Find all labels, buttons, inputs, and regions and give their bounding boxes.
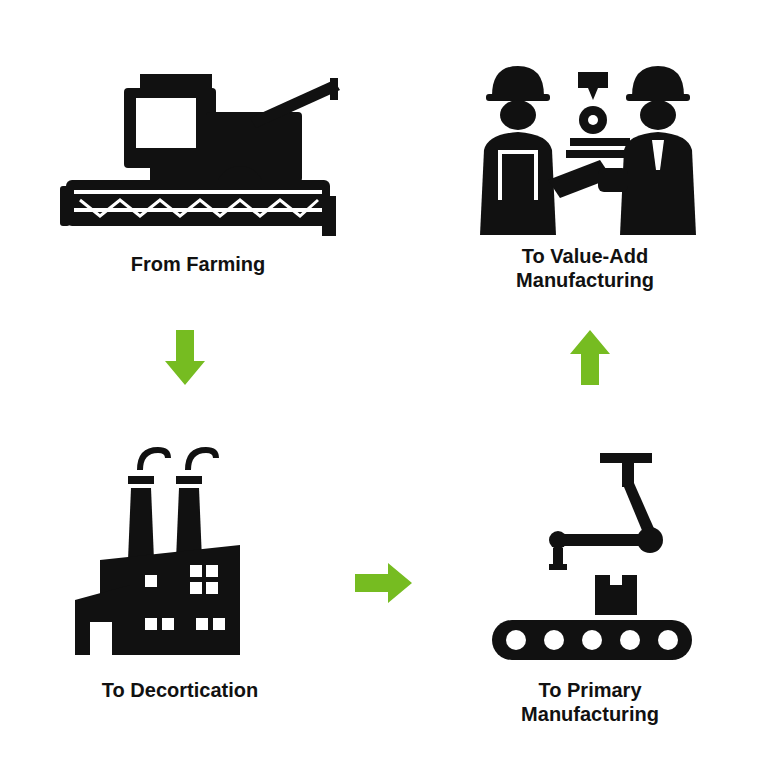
workers-icon — [480, 66, 696, 235]
harvester-icon-part — [140, 74, 212, 88]
factory-icon-part — [140, 450, 168, 470]
harvester-icon-part — [74, 190, 322, 194]
robot-conveyor-icon-part — [595, 575, 637, 615]
factory-icon-part — [145, 618, 157, 630]
robot-conveyor-icon — [492, 453, 692, 660]
robot-conveyor-icon-part — [620, 630, 640, 650]
workers-icon-part — [626, 94, 690, 101]
factory-icon-part — [213, 618, 225, 630]
stage-label: To Value-Add Manufacturing — [485, 244, 685, 292]
factory-icon-part — [176, 488, 202, 560]
robot-conveyor-icon-part — [622, 463, 634, 487]
robot-conveyor-icon-part — [549, 564, 567, 570]
stage-node: From Farming — [40, 55, 340, 330]
workers-icon-part — [578, 72, 608, 88]
flow-arrow — [570, 330, 610, 385]
robot-conveyor-icon-part — [582, 630, 602, 650]
workers-icon-part — [500, 100, 536, 130]
workers-icon-part — [486, 94, 550, 101]
workers-icon-part — [480, 132, 556, 235]
robot-conveyor-icon-part — [600, 453, 652, 463]
factory-icon-part — [206, 565, 218, 577]
factory-icon — [75, 450, 240, 655]
factory-icon-part — [196, 618, 208, 630]
robot-conveyor-icon-part — [492, 620, 692, 660]
harvester-icon-part — [250, 80, 340, 128]
factory-icon-part — [128, 476, 154, 484]
workers-icon-part — [640, 100, 676, 130]
factory-icon-part — [190, 582, 202, 594]
harvester-icon-part — [60, 186, 70, 226]
workers-icon-part — [652, 140, 664, 170]
robot-conveyor-icon-part — [658, 630, 678, 650]
robot-conveyor-icon-part — [549, 531, 567, 549]
flow-arrow — [355, 563, 412, 603]
factory-icon-part — [128, 488, 154, 560]
stage-node: To Decortication — [40, 385, 355, 730]
workers-icon-part — [588, 88, 598, 100]
stage-node: To Primary Manufacturing — [412, 385, 712, 730]
factory-icon-part — [190, 565, 202, 577]
robot-conveyor-icon-part — [560, 534, 650, 546]
robot-conveyor-icon-part — [553, 548, 563, 564]
factory-icon-part — [176, 476, 202, 484]
harvester-icon-part — [322, 196, 336, 236]
harvester-icon-part — [136, 98, 196, 148]
factory-icon-part — [206, 582, 218, 594]
stage-label: From Farming — [68, 252, 328, 276]
factory-icon-part — [145, 575, 157, 587]
workers-icon-part — [566, 150, 634, 158]
harvester-icon-part — [330, 78, 338, 100]
workers-icon-part — [579, 106, 607, 134]
stage-label: To Decortication — [50, 678, 310, 702]
factory-icon-part — [75, 585, 130, 655]
robot-conveyor-icon-part — [506, 630, 526, 650]
workers-icon-part — [498, 150, 538, 200]
workers-icon-part — [620, 132, 696, 235]
factory-icon-part — [188, 450, 216, 470]
workers-icon-part — [598, 168, 628, 192]
harvester-icon-part — [150, 150, 210, 180]
flow-arrow — [165, 330, 205, 385]
stage-label: To Primary Manufacturing — [490, 678, 690, 726]
workers-icon-part — [570, 138, 630, 146]
workers-icon-part — [588, 115, 598, 125]
harvester-icon — [60, 74, 340, 236]
workers-icon-part — [492, 66, 544, 96]
factory-icon-part — [90, 622, 112, 655]
harvester-icon-part — [80, 200, 318, 216]
workers-icon-part — [632, 66, 684, 96]
stage-node: To Value-Add Manufacturing — [412, 55, 712, 330]
robot-conveyor-icon-part — [544, 630, 564, 650]
harvester-icon-part — [66, 180, 330, 226]
factory-icon-part — [162, 618, 174, 630]
workers-icon-part — [502, 154, 534, 200]
robot-conveyor-icon-part — [610, 575, 622, 585]
